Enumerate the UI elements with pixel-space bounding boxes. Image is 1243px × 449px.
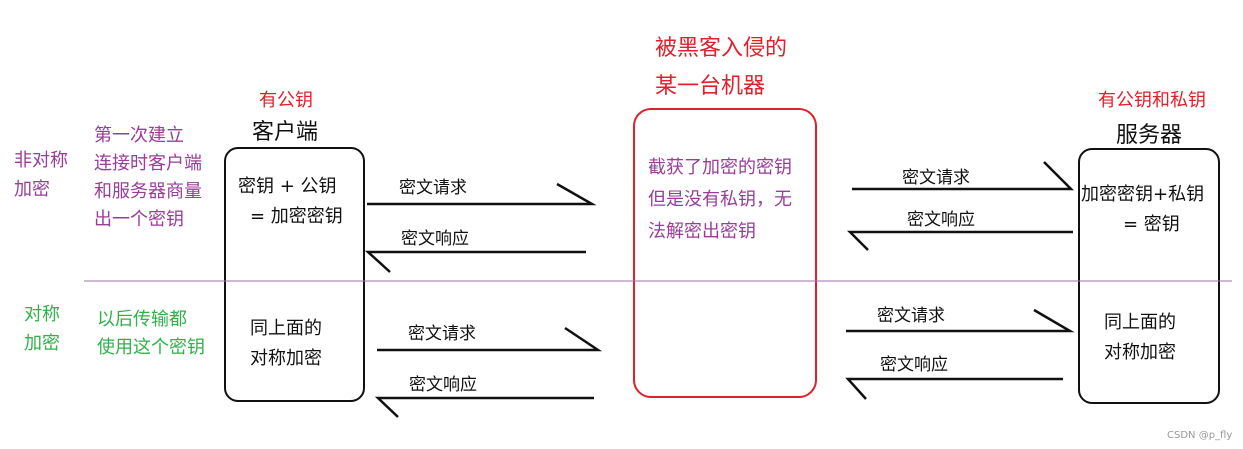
client-title: 客户端 (252, 120, 319, 145)
asymmetric-label: 非对称 加密 (14, 150, 68, 200)
arrow-request-top-left (367, 182, 597, 206)
arrow-request-bottom-right (846, 308, 1075, 333)
watermark: CSDN @p_fly (1167, 430, 1233, 441)
first-phase-note: 第一次建立 连接时客户端 和服务器商量 出一个密钥 (94, 125, 202, 230)
label-response-top-left: 密文响应 (401, 229, 469, 249)
server-role: 有公钥和私钥 (1098, 90, 1206, 111)
client-top-text: 密钥 + 公钥 = 加密密钥 (238, 176, 343, 227)
symmetric-label: 对称 加密 (24, 304, 60, 354)
arrow-response-top-left (364, 250, 586, 273)
server-box (1078, 148, 1220, 404)
arrow-response-top-right (846, 230, 1073, 251)
hacker-box (633, 108, 817, 398)
label-request-top-right: 密文请求 (902, 168, 970, 188)
hacker-note: 截获了加密的密钥 但是没有私钥，无 法解密出密钥 (648, 157, 792, 242)
arrow-response-bottom-right (845, 377, 1063, 400)
server-top-text: 加密密钥+私钥 = 密钥 (1081, 184, 1205, 235)
label-request-bottom-left: 密文请求 (408, 324, 476, 344)
arrow-request-top-right (852, 161, 1075, 191)
label-response-bottom-left: 密文响应 (409, 375, 477, 395)
label-response-bottom-right: 密文响应 (880, 355, 948, 375)
label-response-top-right: 密文响应 (907, 210, 975, 230)
client-bottom-text: 同上面的 对称加密 (250, 318, 322, 369)
label-request-top-left: 密文请求 (399, 178, 467, 198)
arrow-request-bottom-left (377, 326, 603, 352)
client-box (224, 147, 365, 402)
server-bottom-text: 同上面的 对称加密 (1104, 312, 1176, 363)
hacker-title: 被黑客入侵的 某一台机器 (655, 36, 788, 99)
server-title: 服务器 (1116, 123, 1183, 148)
client-role: 有公钥 (259, 90, 313, 111)
arrow-response-bottom-left (374, 396, 594, 418)
later-phase-note: 以后传输都 使用这个密钥 (97, 309, 205, 358)
label-request-bottom-right: 密文请求 (877, 306, 945, 326)
